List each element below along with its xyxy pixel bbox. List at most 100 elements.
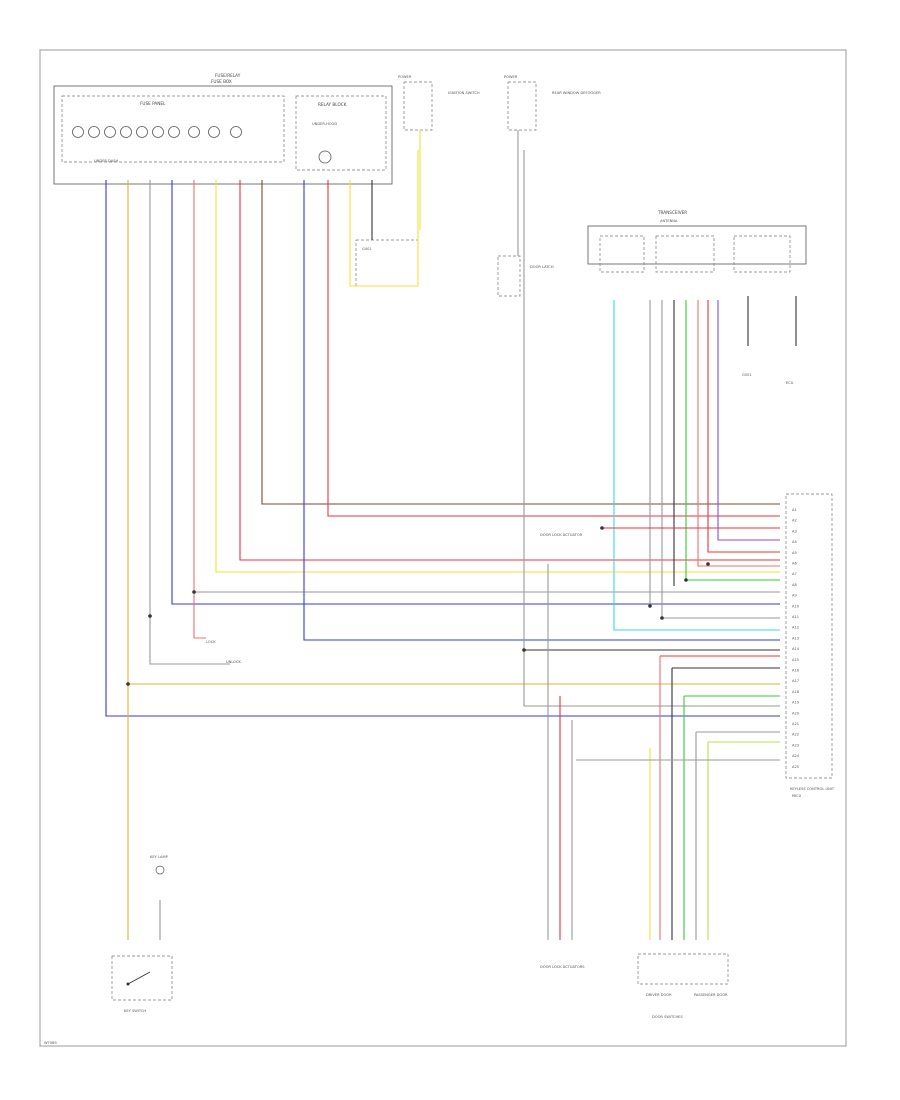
mid-ground-block: G401 <box>355 239 419 287</box>
transceiver-title: TRANSCEIVER <box>657 210 687 215</box>
fuse-icon-4 <box>120 126 132 138</box>
keyless-unit-note: MICU <box>792 794 802 798</box>
fuse-box: FUSE/RELAY FUSE BOX FUSE PANEL RELAY BLO… <box>53 73 393 185</box>
key-switch-contact-icon <box>127 971 151 985</box>
key-lamp-icon <box>155 865 165 875</box>
fuse-box-outline <box>53 85 393 185</box>
mid-ground-label: G401 <box>362 247 372 251</box>
connector-pin-11: A11 <box>792 615 799 619</box>
top-switch-right-label: POWER <box>504 75 518 79</box>
connector-pin-5: A5 <box>792 551 797 555</box>
connector-pin-1: A1 <box>792 508 797 512</box>
junction-dot-6 <box>660 616 664 620</box>
connector-pin-20: A20 <box>792 711 800 715</box>
connector-pin-13: A13 <box>792 636 799 640</box>
fuse-icon-1 <box>72 126 84 138</box>
fuse-icon-10 <box>230 126 242 138</box>
connector-pin-24: A24 <box>792 754 800 758</box>
junction-dot-2 <box>148 614 152 618</box>
fuse-icon-5 <box>136 126 148 138</box>
note-unlock: UNLOCK <box>226 660 242 664</box>
fuse-icon-2 <box>88 126 100 138</box>
wire-violet-24 <box>717 300 780 541</box>
keyless-unit: A1A2A3A4A5A6A7A8A9A10A11A12A13A14A15A16A… <box>785 493 835 798</box>
top-switch-right: POWER REAR WINDOW DEFOGGER <box>504 75 601 131</box>
connector-pin-10: A10 <box>792 604 800 608</box>
junction-dot-3 <box>192 590 196 594</box>
center-relay-outline <box>497 255 521 297</box>
fuse-icon-9 <box>208 126 220 138</box>
connector-pin-17: A17 <box>792 679 799 683</box>
wire-red-12 <box>327 180 780 517</box>
transceiver-sub-b <box>655 235 715 273</box>
connector-pin-12: A12 <box>792 626 799 630</box>
top-switch-right-desc: REAR WINDOW DEFOGGER <box>552 91 601 95</box>
diagram-frame <box>39 49 847 1047</box>
junction-dot-1 <box>126 682 130 686</box>
transceiver-sub: ANTENNA <box>660 219 678 223</box>
door-lock-label: DOOR LOCK ACTUATORS <box>540 965 585 969</box>
fuse-icon-3 <box>104 126 116 138</box>
fuse-box-left-label: UNDER-DASH <box>94 159 118 163</box>
top-switch-left-outline <box>403 81 433 131</box>
connector-pin-3: A3 <box>792 529 797 533</box>
junction-dot-9 <box>522 648 526 652</box>
top-switch-left-label: POWER <box>398 75 412 79</box>
fuse-box-title: FUSE/RELAY <box>215 73 241 78</box>
wire-red-23 <box>707 300 780 553</box>
wire-pink-22 <box>697 300 780 567</box>
wire-brown-10 <box>261 180 780 505</box>
fuse-box-mid-label: UNDER-HOOD <box>312 122 337 126</box>
wire-red-9 <box>239 180 780 561</box>
door-switches: DRIVER DOOR PASSENGER DOOR DOOR SWITCHES <box>637 953 729 1019</box>
fuse-row <box>72 126 242 138</box>
connector-pin-7: A7 <box>792 572 797 576</box>
wire-gray-19 <box>661 300 780 619</box>
connector-pin-16: A16 <box>792 669 800 673</box>
fuse-panel-label: FUSE PANEL <box>140 101 166 106</box>
fuse-icon-8 <box>188 126 200 138</box>
fuse-box-subtitle: FUSE BOX <box>211 79 232 84</box>
door-switch-left-label: DRIVER DOOR <box>646 993 672 997</box>
transceiver-ecu-label: ECU <box>786 381 794 385</box>
wire-yellow-13 <box>349 150 419 287</box>
wire-blue-1 <box>105 180 780 717</box>
wire-gray-15 <box>523 150 780 707</box>
transceiver-block: TRANSCEIVER ANTENNA G501 ECU <box>587 210 807 385</box>
connector-pin-25: A25 <box>792 765 799 769</box>
connector-pin-6: A6 <box>792 562 797 566</box>
door-switch-right-label: PASSENGER DOOR <box>694 993 728 997</box>
relay-block-outline <box>295 95 387 171</box>
connector-pin-9: A9 <box>792 594 797 598</box>
connector-pin-14: A14 <box>792 647 800 651</box>
junction-dot-8 <box>706 562 710 566</box>
key-switch-outline <box>111 955 173 1001</box>
wire-gray-4 <box>149 180 230 665</box>
junction-dot-4 <box>600 526 604 530</box>
top-switch-left: POWER IGNITION SWITCH <box>398 75 480 131</box>
wire-pink-6 <box>193 180 206 639</box>
note-lock-line: DOOR LOCK ACTUATOR <box>540 533 583 537</box>
footer-code: W7089 <box>44 1041 57 1045</box>
wire-blue-11 <box>303 180 780 641</box>
fuse-panel-outline <box>61 95 285 163</box>
connector-pins: A1A2A3A4A5A6A7A8A9A10A11A12A13A14A15A16A… <box>792 508 800 769</box>
transceiver-outline <box>587 225 807 265</box>
connector-pin-18: A18 <box>792 690 800 694</box>
door-switches-outline <box>637 953 729 985</box>
key-lamp-label: KEY LAMP <box>150 855 169 859</box>
transceiver-sub-c <box>733 235 791 273</box>
wire-blue-5 <box>171 180 780 605</box>
wire-yellow-8 <box>215 180 780 573</box>
keyless-unit-label: KEYLESS CONTROL UNIT <box>790 787 835 791</box>
wire-harness <box>105 130 797 940</box>
connector-pin-21: A21 <box>792 722 799 726</box>
key-switch: KEY SWITCH KEY LAMP <box>111 855 173 1013</box>
connector-pin-19: A19 <box>792 701 800 705</box>
relay-coil-icon <box>318 150 332 164</box>
wire-cyan-17 <box>613 300 780 631</box>
connector-pin-15: A15 <box>792 658 799 662</box>
fuse-icon-6 <box>152 126 164 138</box>
junction-dot-5 <box>648 604 652 608</box>
